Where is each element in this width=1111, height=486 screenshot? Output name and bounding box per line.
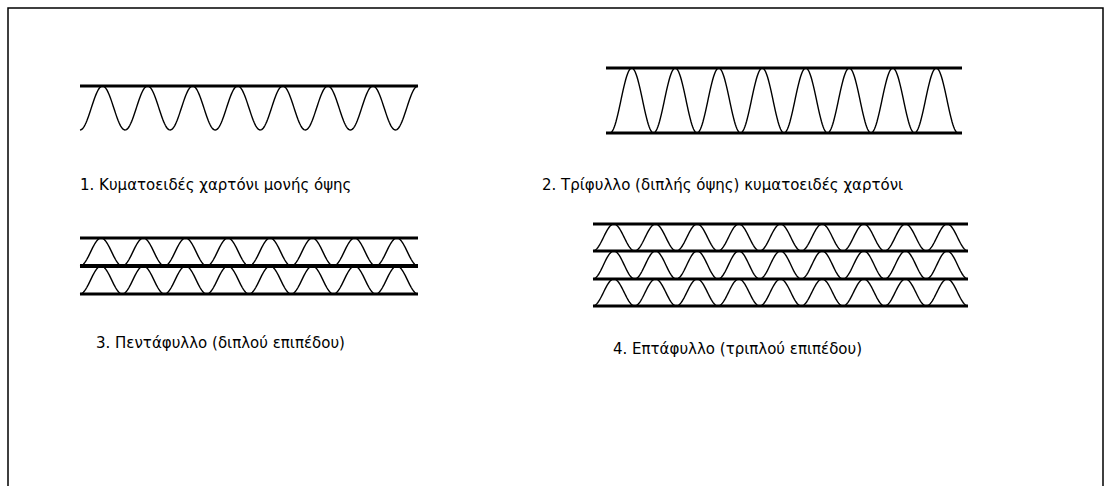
liner-sheet [80,85,418,88]
caption-label: 2. Τρίφυλλο (διπλής όψης) κυματοειδές χα… [542,176,903,194]
frame [8,8,1103,486]
flute-wave [593,251,968,279]
caption-label: 3. Πεντάφυλλο (διπλού επιπέδου) [96,334,345,352]
caption-label: 1. Κυματοειδές χαρτόνι μονής όψης [80,176,351,194]
flute-wave [80,238,418,266]
liner-sheet [606,67,962,70]
liner-sheet [80,237,418,240]
caption-label: 4. Επτάφυλλο (τριπλού επιπέδου) [613,340,862,358]
liner-sheet [593,305,968,308]
flute-wave [593,224,968,251]
flute-wave [593,279,968,306]
frame-border [8,8,1103,486]
flute-wave [610,68,958,133]
flute-wave [80,266,418,294]
flute-wave [80,86,418,130]
flutes [80,68,968,306]
liner-sheets [80,68,968,306]
